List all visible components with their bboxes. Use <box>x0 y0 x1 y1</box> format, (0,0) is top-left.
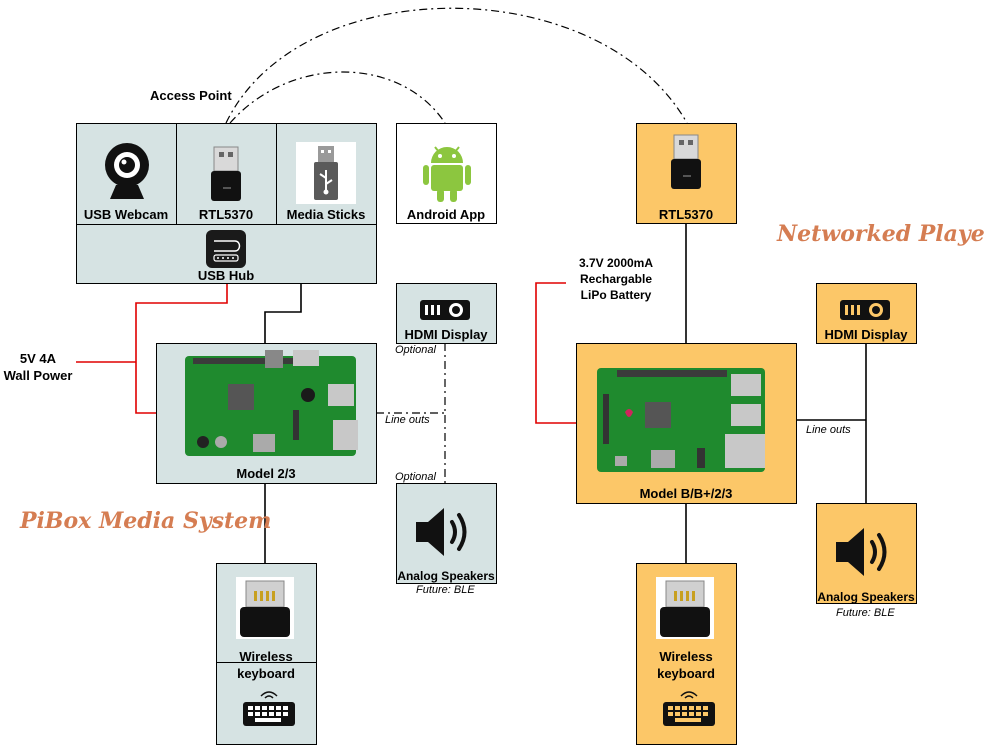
usb-wifi-dongle-icon <box>211 146 241 201</box>
battery-label: 3.7V 2000mA Rechargable LiPo Battery <box>558 255 674 303</box>
webcam-icon <box>105 143 149 199</box>
future-ble-label-left: Future: BLE <box>416 584 475 596</box>
line-outs-label-right: Line outs <box>806 424 851 436</box>
wireless-keyboard-label-left: Wireless keyboard <box>216 648 316 682</box>
wireless-link-arc-large <box>225 7 688 124</box>
battery-line-1: 3.7V 2000mA <box>578 256 654 270</box>
rtl5370-label-left: RTL5370 <box>198 207 254 222</box>
speaker-icon <box>416 508 467 556</box>
divider <box>77 224 376 225</box>
keyboard-line-2: keyboard <box>237 666 295 681</box>
hdmi-display-label-right: HDMI Display <box>824 327 908 342</box>
analog-speakers-box-left <box>396 483 497 584</box>
wire-hub-to-model <box>264 283 302 343</box>
usb-wifi-dongle-icon <box>656 577 714 639</box>
power-line-1: 5V 4A <box>19 351 57 366</box>
keyboard-line-1: Wireless <box>659 649 713 664</box>
keyboard-icon <box>243 691 295 726</box>
wire-battery <box>535 282 576 424</box>
keyboard-icon <box>663 691 715 726</box>
usb-stick-icon <box>296 142 356 204</box>
usb-hub-icon <box>206 230 246 268</box>
networked-player-title: Networked Player <box>777 221 984 247</box>
power-line-2: Wall Power <box>3 368 73 383</box>
wire-power-left <box>135 283 228 414</box>
optional-label-speakers: Optional <box>395 471 436 483</box>
usb-wifi-dongle-icon <box>671 134 701 189</box>
analog-speakers-box-right <box>816 503 917 604</box>
raspberry-pi-board-icon <box>185 350 358 456</box>
usb-wifi-dongle-icon <box>236 577 294 639</box>
android-icon <box>423 146 471 202</box>
keyboard-line-1: Wireless <box>239 649 293 664</box>
future-ble-label-right: Future: BLE <box>836 607 895 619</box>
battery-line-2: Rechargable <box>579 272 653 286</box>
divider <box>217 662 316 663</box>
android-app-label: Android App <box>406 207 486 222</box>
speaker-icon <box>836 528 887 576</box>
access-point-label: Access Point <box>150 88 232 103</box>
projector-icon <box>420 300 470 320</box>
divider <box>176 124 177 224</box>
wireless-link-arc-android <box>229 71 446 124</box>
rtl5370-label-right: RTL5370 <box>658 207 714 222</box>
divider <box>276 124 277 224</box>
analog-speakers-label-left: Analog Speakers <box>397 569 495 583</box>
pibox-title: PiBox Media System <box>20 508 272 534</box>
battery-line-3: LiPo Battery <box>580 288 652 302</box>
raspberry-pi-board-icon <box>597 368 765 472</box>
media-sticks-label: Media Sticks <box>286 207 366 222</box>
line-outs-label-left: Line outs <box>385 414 430 426</box>
projector-icon <box>840 300 890 320</box>
usb-hub-label: USB Hub <box>197 268 255 283</box>
keyboard-line-2: keyboard <box>657 666 715 681</box>
wireless-keyboard-label-right: Wireless keyboard <box>636 648 736 682</box>
hdmi-display-label-left: HDMI Display <box>404 327 488 342</box>
wall-power-label: 5V 4A Wall Power <box>0 350 76 384</box>
usb-webcam-label: USB Webcam <box>83 207 169 222</box>
optional-label-hdmi: Optional <box>395 344 436 356</box>
model-b-label: Model B/B+/2/3 <box>639 486 733 501</box>
model-2-3-label: Model 2/3 <box>236 466 296 481</box>
analog-speakers-label-right: Analog Speakers <box>817 590 915 604</box>
